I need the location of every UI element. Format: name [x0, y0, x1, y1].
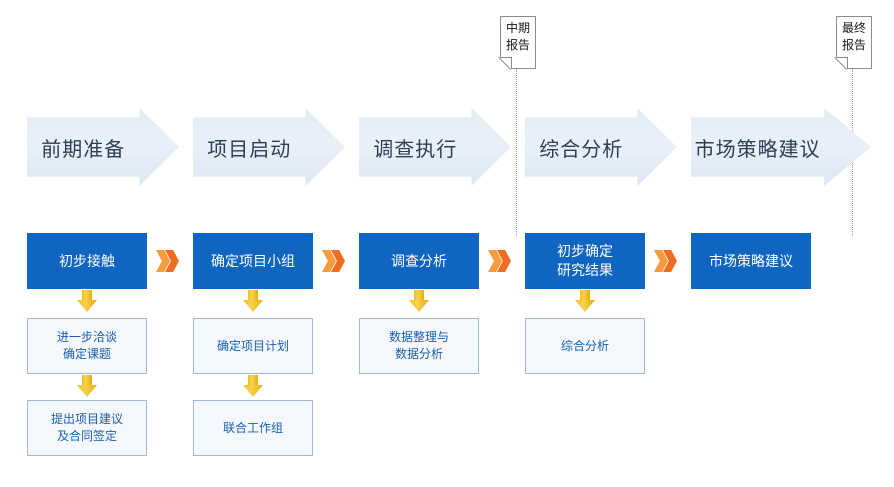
phase-preparation[interactable]: 前期准备: [27, 108, 179, 186]
step-box-label: 确定项目小组: [211, 252, 295, 269]
chevron-stroke-back: [488, 250, 502, 272]
note-card-label: 中期 报告: [505, 21, 530, 52]
step-survey-analysis[interactable]: 调查分析: [359, 233, 479, 289]
page-fold-icon: [836, 57, 848, 69]
chevron-right-icon-chevron-4: [654, 250, 684, 272]
arrow-down-icon-down-arrow-col2-row1: [243, 290, 263, 312]
phase-banner-label: 项目启动: [207, 138, 292, 161]
substep-data-processing[interactable]: 数据整理与 数据分析: [359, 318, 479, 374]
arrow-down-icon-down-arrow-col4-row1: [575, 290, 595, 312]
step-confirm-project-team[interactable]: 确定项目小组: [193, 233, 313, 289]
phase-comprehensive-analysis[interactable]: 综合分析: [525, 108, 677, 186]
arrow-head: [77, 385, 97, 397]
arrow-shaft: [414, 290, 424, 301]
note-card-final-report: 最终 报告: [836, 16, 872, 69]
step-box-label: 初步接触: [59, 252, 115, 269]
arrow-head: [243, 385, 263, 397]
sub-box-label: 综合分析: [560, 338, 609, 353]
arrow-down-icon-down-arrow-col1-row2: [77, 375, 97, 397]
chevron-right-icon-chevron-3: [488, 250, 518, 272]
chevron-stroke-front: [331, 250, 345, 272]
arrow-head: [575, 300, 595, 312]
chevron-stroke-front: [165, 250, 179, 272]
phase-banner-label: 调查执行: [373, 138, 458, 161]
guide-line-midterm-report: [516, 69, 517, 236]
arrow-shaft: [248, 290, 258, 301]
substep-comprehensive-analysis[interactable]: 综合分析: [525, 318, 645, 374]
step-box-label: 市场策略建议: [709, 252, 793, 269]
sub-box-label: 提出项目建议 及合同签定: [50, 412, 123, 443]
phase-market-strategy[interactable]: 市场策略建议: [691, 108, 871, 186]
chevron-stroke-front: [497, 250, 511, 272]
step-preliminary-findings[interactable]: 初步确定 研究结果: [525, 233, 645, 289]
arrow-shaft: [82, 290, 92, 301]
substep-joint-workgroup[interactable]: 联合工作组: [193, 400, 313, 456]
arrow-shaft: [248, 375, 258, 386]
note-card-body: [500, 16, 536, 69]
note-card-label: 最终 报告: [841, 21, 866, 52]
chevron-stroke-back: [156, 250, 170, 272]
arrow-head: [243, 300, 263, 312]
arrow-down-icon-down-arrow-col1-row1: [77, 290, 97, 312]
phase-project-kickoff[interactable]: 项目启动: [193, 108, 345, 186]
step-market-strategy[interactable]: 市场策略建议: [691, 233, 811, 289]
sub-box-label: 进一步洽谈 确定课题: [56, 330, 117, 361]
step-box-label: 调查分析: [391, 252, 447, 269]
sub-box-label: 数据整理与 数据分析: [388, 330, 449, 361]
phase-banner-label: 市场策略建议: [694, 138, 821, 161]
substep-further-negotiation[interactable]: 进一步洽谈 确定课题: [27, 318, 147, 374]
chevron-stroke-back: [654, 250, 668, 272]
sub-box-label: 联合工作组: [222, 420, 283, 435]
arrow-shaft: [580, 290, 590, 301]
chevron-stroke-front: [663, 250, 677, 272]
phase-survey-execution[interactable]: 调查执行: [359, 108, 511, 186]
arrow-down-icon-down-arrow-col2-row2: [243, 375, 263, 397]
arrow-head: [77, 300, 97, 312]
arrow-shaft: [82, 375, 92, 386]
substep-confirm-plan[interactable]: 确定项目计划: [193, 318, 313, 374]
sub-box-label: 确定项目计划: [216, 338, 289, 353]
note-card-midterm-report: 中期 报告: [500, 16, 536, 69]
substep-project-proposal[interactable]: 提出项目建议 及合同签定: [27, 400, 147, 456]
phase-banner-label: 前期准备: [41, 138, 126, 161]
arrow-down-icon-down-arrow-col3-row1: [409, 290, 429, 312]
chevron-stroke-back: [322, 250, 336, 272]
chevron-right-icon-chevron-2: [322, 250, 352, 272]
arrow-head: [409, 300, 429, 312]
step-initial-contact[interactable]: 初步接触: [27, 233, 147, 289]
phase-banner-label: 综合分析: [539, 138, 624, 161]
chevron-right-icon-chevron-1: [156, 250, 186, 272]
page-fold-icon: [500, 57, 512, 69]
step-box-label: 初步确定 研究结果: [557, 243, 613, 278]
